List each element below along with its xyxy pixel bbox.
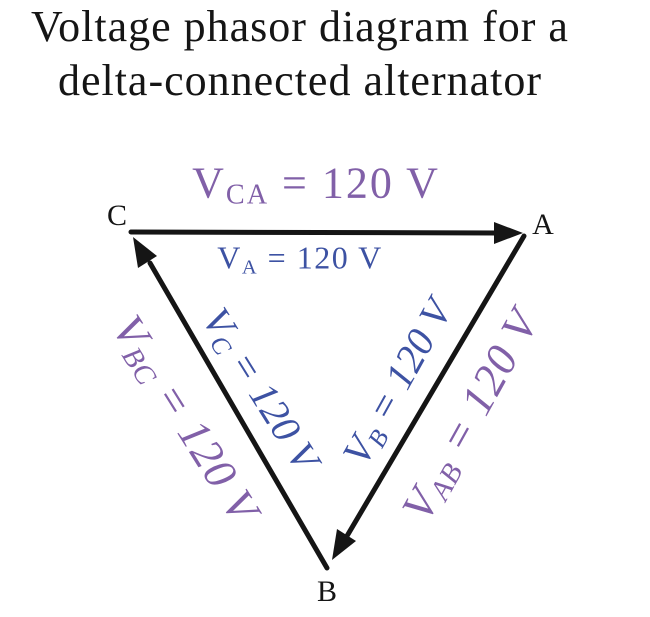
label-v-a: VA = 120 V xyxy=(217,239,383,278)
edge-c-to-a xyxy=(128,229,501,236)
vertex-label-b: B xyxy=(316,575,338,608)
title-line-1: Voltage phasor diagram for a xyxy=(31,2,569,51)
page-title: Voltage phasor diagram for a delta-conne… xyxy=(0,0,600,108)
label-v-ca: VCA = 120 V xyxy=(192,158,440,211)
v-a-value: = 120 V xyxy=(258,239,383,276)
vertex-label-a: A xyxy=(532,208,554,241)
v-ca-symbol: V xyxy=(192,158,226,208)
arrowhead-at-a xyxy=(494,222,523,244)
v-a-subscript: A xyxy=(241,256,259,278)
v-ca-subscript: CA xyxy=(225,179,270,211)
edge-a-to-b xyxy=(344,233,527,539)
v-a-symbol: V xyxy=(217,239,242,276)
arrowhead-at-c xyxy=(133,237,157,268)
edge-b-to-c xyxy=(147,260,330,571)
title-line-2: delta-connected alternator xyxy=(57,56,543,105)
vertex-label-c: C xyxy=(106,199,128,232)
arrowhead-at-b xyxy=(332,529,356,560)
v-ca-value: = 120 V xyxy=(269,158,440,208)
